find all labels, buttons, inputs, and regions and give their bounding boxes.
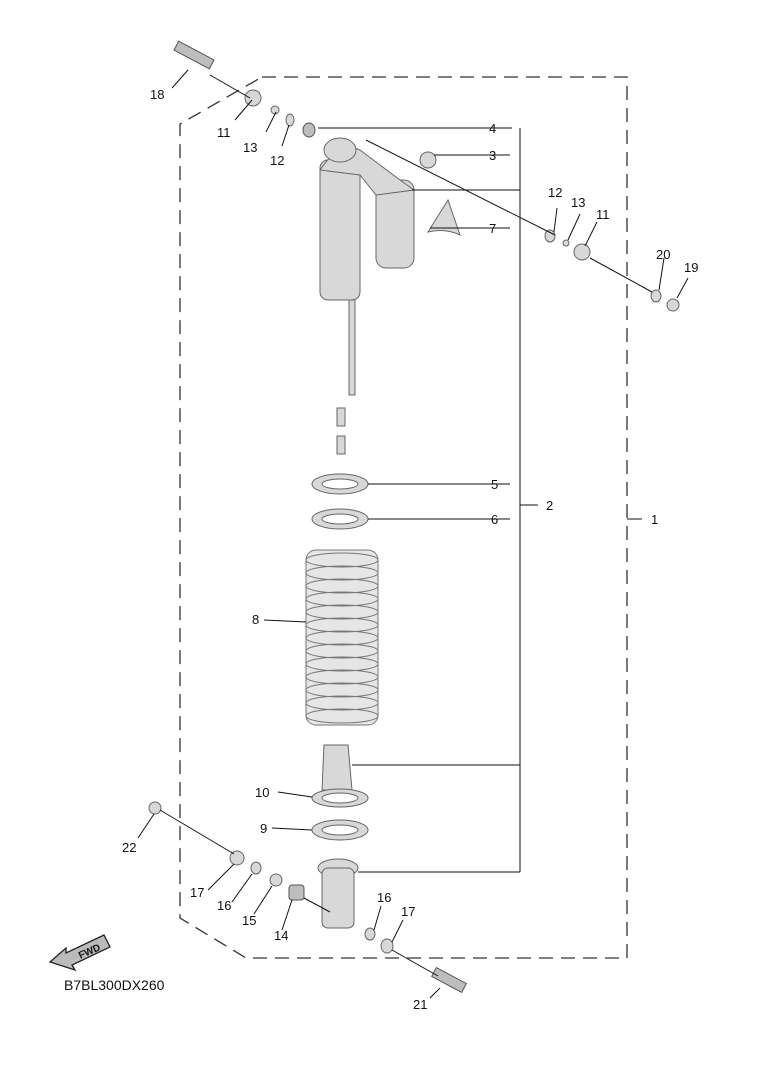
callout-11-right: 11: [596, 207, 610, 222]
callout-7: 7: [489, 221, 496, 236]
spring-coil: [305, 643, 379, 659]
callout-5: 5: [491, 477, 498, 492]
callout-17-right: 17: [401, 904, 415, 919]
part-7-cap[interactable]: [426, 198, 461, 236]
callout-6: 6: [491, 512, 498, 527]
callout-21: 21: [413, 997, 427, 1012]
spring-coil: [305, 682, 379, 698]
spring-coil: [305, 565, 379, 581]
callout-4: 4: [489, 121, 496, 136]
svg-text:FWD: FWD: [77, 942, 102, 961]
hardware: [148, 40, 680, 994]
diagram-code: B7BL300DX260: [64, 977, 165, 993]
spring-coil: [305, 552, 379, 568]
spring-coil: [305, 630, 379, 646]
callout-11-left: 11: [217, 125, 231, 140]
callout-19: 19: [684, 260, 698, 275]
fwd-arrow-icon: FWD: [48, 934, 111, 972]
spring-coil: [305, 578, 379, 594]
callout-18: 18: [150, 87, 164, 102]
callout-13-left: 13: [243, 140, 257, 155]
assembly-boundary: [179, 76, 628, 959]
leader-lines: [137, 69, 689, 999]
callout-16-right: 16: [377, 890, 391, 905]
callout-14: 14: [274, 928, 288, 943]
spring-coil: [305, 695, 379, 711]
callout-17-left: 17: [190, 885, 204, 900]
spring-coil: [305, 708, 379, 724]
callout-8: 8: [252, 612, 259, 627]
spring-coil: [305, 669, 379, 685]
callout-2: 2: [546, 498, 553, 513]
spring-coil: [305, 656, 379, 672]
shock-absorber[interactable]: [319, 137, 416, 455]
spring-coil: [305, 604, 379, 620]
callout-16-left: 16: [217, 898, 231, 913]
callout-1: 1: [651, 512, 658, 527]
callout-22: 22: [122, 840, 136, 855]
part-8-spring[interactable]: [305, 549, 379, 726]
spring-coil: [305, 591, 379, 607]
bump-stop[interactable]: [321, 744, 353, 791]
callout-10: 10: [255, 785, 269, 800]
callout-15: 15: [242, 913, 256, 928]
callout-labels: 18 11 13 12 4 3 7 12 13 11 20 19 5 6 2 1…: [122, 87, 698, 1012]
callout-3: 3: [489, 148, 496, 163]
lower-clevis[interactable]: [317, 858, 359, 929]
spring-coil: [305, 617, 379, 633]
callout-12-left: 12: [270, 153, 284, 168]
callout-13-right: 13: [571, 195, 585, 210]
callout-9: 9: [260, 821, 267, 836]
callout-20: 20: [656, 247, 670, 262]
callout-12-right: 12: [548, 185, 562, 200]
